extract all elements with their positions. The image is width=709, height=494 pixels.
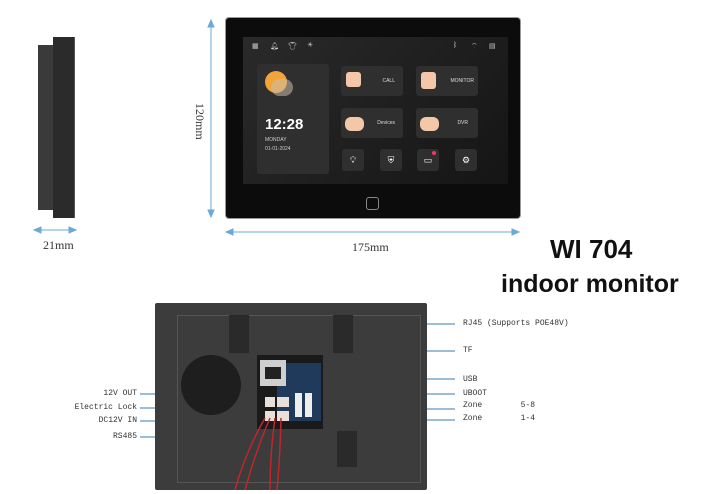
port-label-electric-lock: Electric Lock xyxy=(74,403,137,412)
tile-call[interactable]: CALL xyxy=(341,66,403,96)
port-label-rs485: RS485 xyxy=(112,432,137,441)
notification-dot xyxy=(432,151,436,155)
brightness-icon: ☀ xyxy=(307,42,314,49)
width-label: 175mm xyxy=(352,240,389,254)
port-label-12v-out: 12V OUT xyxy=(103,389,137,398)
tile-label: MONITOR xyxy=(450,78,474,84)
monitor-back xyxy=(155,303,427,490)
wifi-icon: ⌔ xyxy=(471,43,478,50)
clock-day: MONDAY xyxy=(265,137,287,143)
speaker xyxy=(181,355,241,415)
clock-date: 01-01-2024 xyxy=(265,146,291,152)
depth-label: 21mm xyxy=(43,238,74,252)
qr-icon: ▦ xyxy=(252,43,259,50)
port-label-uboot: UBOOT xyxy=(463,389,488,398)
connector[interactable] xyxy=(277,397,289,407)
clock-weather-card: 12:28 MONDAY 01-01-2024 xyxy=(257,64,329,174)
electric-lock-connector[interactable] xyxy=(265,397,275,407)
tile-label: CALL xyxy=(382,78,395,84)
camera-icon xyxy=(420,117,439,131)
mount-hook xyxy=(229,315,249,353)
settings-icon: ⚙ xyxy=(461,155,471,165)
port-cutout xyxy=(257,355,323,429)
settings-button[interactable]: ⚙ xyxy=(455,149,477,171)
tile-label: Devices xyxy=(377,120,395,126)
zone-1-4-connector[interactable] xyxy=(295,393,302,417)
bluetooth-icon: ᛒ xyxy=(453,42,458,49)
mount-hook xyxy=(333,315,353,353)
message-button[interactable]: ▭ xyxy=(417,149,439,171)
weather-cloud-icon xyxy=(271,79,293,96)
port-label-dc12v-in: DC12V IN xyxy=(98,416,137,425)
message-icon: ▭ xyxy=(423,155,433,165)
height-label: 120mm xyxy=(193,103,207,140)
side-view-back xyxy=(38,45,54,210)
port-label-zone-1-4: Zone 1-4 xyxy=(463,414,536,423)
zone-5-8-connector[interactable] xyxy=(305,393,312,417)
side-view-front xyxy=(53,37,75,218)
security-button[interactable]: ⛨ xyxy=(380,149,402,171)
port-label-tf: TF xyxy=(463,346,473,355)
home-button[interactable] xyxy=(366,197,379,210)
bell-icon: 🔔︎ xyxy=(270,43,279,50)
tile-monitor[interactable]: MONITOR xyxy=(416,66,478,96)
tile-label: DVR xyxy=(457,120,468,126)
rs485-connector[interactable] xyxy=(277,411,289,421)
tile-devices[interactable]: Devices xyxy=(341,108,403,138)
back-inner-frame xyxy=(177,315,421,483)
screen: ▦ 🔔︎ 👕︎ ☀ ᛒ ⌔ ▤ 12:28 MONDAY 01-01-2024 … xyxy=(243,37,508,184)
mount-hook xyxy=(337,431,357,467)
shirt-icon: 👕︎ xyxy=(288,43,297,50)
clock-time: 12:28 xyxy=(265,116,304,133)
sd-card-icon: ▤ xyxy=(489,43,496,50)
rj45-port[interactable] xyxy=(260,360,286,386)
product-description: indoor monitor xyxy=(501,270,679,298)
port-label-zone-5-8: Zone 5-8 xyxy=(463,401,536,410)
light-icon: 💡︎ xyxy=(349,155,357,165)
shield-icon: ⛨ xyxy=(387,155,395,165)
port-label-rj45: RJ45 (Supports POE48V) xyxy=(463,319,569,328)
phone-icon xyxy=(346,72,361,87)
tile-dvr[interactable]: DVR xyxy=(416,108,478,138)
port-label-usb: USB xyxy=(463,375,478,384)
person-icon xyxy=(421,72,436,89)
cables xyxy=(234,417,282,490)
product-model: WI 704 xyxy=(550,234,633,264)
dc12v-in-connector[interactable] xyxy=(265,411,275,421)
monitor-front: ▦ 🔔︎ 👕︎ ☀ ᛒ ⌔ ▤ 12:28 MONDAY 01-01-2024 … xyxy=(226,18,520,218)
light-button[interactable]: 💡︎ xyxy=(342,149,364,171)
device-icon xyxy=(345,117,364,131)
